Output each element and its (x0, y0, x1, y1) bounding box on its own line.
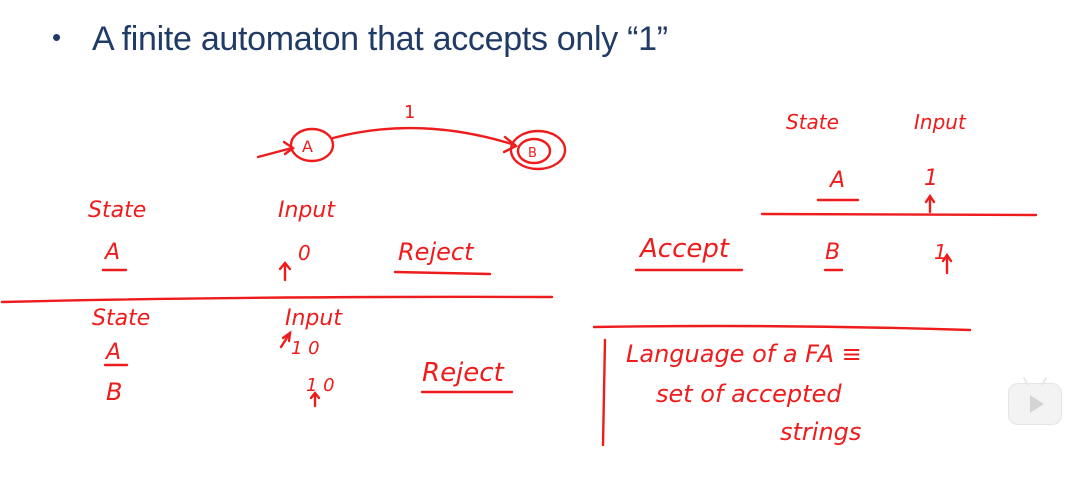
transition-arc (331, 126, 517, 147)
trace3-state-a: A (830, 168, 846, 193)
trace3-input-a: 1 (924, 166, 938, 191)
trace1-state-header: State (88, 198, 147, 223)
play-icon (1030, 395, 1044, 413)
transition-label: 1 (404, 102, 415, 123)
title-text: A finite automaton that accepts only “1” (92, 20, 668, 58)
divider-right-mid (592, 324, 972, 332)
divider-right-top (760, 212, 1038, 217)
definition-line1: Language of a FA ≡ (626, 340, 862, 368)
trace2-input-a: 1 0 (291, 338, 320, 359)
state-a-circle (289, 127, 335, 163)
trace2-state-header: State (92, 306, 151, 331)
trace3-input-header: Input (914, 110, 966, 134)
video-play-button[interactable] (1008, 383, 1062, 425)
trace1-input-value: 0 (298, 241, 311, 265)
divider-left (0, 295, 554, 304)
definition-bracket (601, 338, 607, 447)
slide-title: • A finite automaton that accepts only “1… (52, 20, 668, 59)
trace2-result: Reject (422, 358, 504, 388)
trace1-state-value: A (105, 240, 121, 265)
state-b-outer-circle (509, 129, 567, 171)
pointer-arrow-icon (278, 193, 953, 408)
trace2-input-header: Input (285, 306, 342, 331)
trace3-state-b: B (825, 240, 841, 265)
trace3-input-b: 1 (934, 240, 947, 264)
state-b-inner-circle (516, 137, 552, 165)
state-a-label: A (302, 137, 313, 156)
bullet: • (52, 21, 61, 52)
trace3-state-header: State (786, 110, 839, 134)
start-arrow-icon (256, 140, 296, 159)
trace2-input-b: 1 0 (306, 375, 335, 396)
definition-line3: strings (780, 418, 862, 446)
trace1-result: Reject (398, 238, 474, 266)
trace1-input-header: Input (278, 198, 335, 223)
trace2-state-b: B (106, 378, 123, 406)
state-b-label: B (528, 146, 537, 161)
definition-line2: set of accepted (656, 380, 842, 408)
trace3-result: Accept (640, 234, 730, 264)
trace2-state-a: A (106, 340, 122, 365)
